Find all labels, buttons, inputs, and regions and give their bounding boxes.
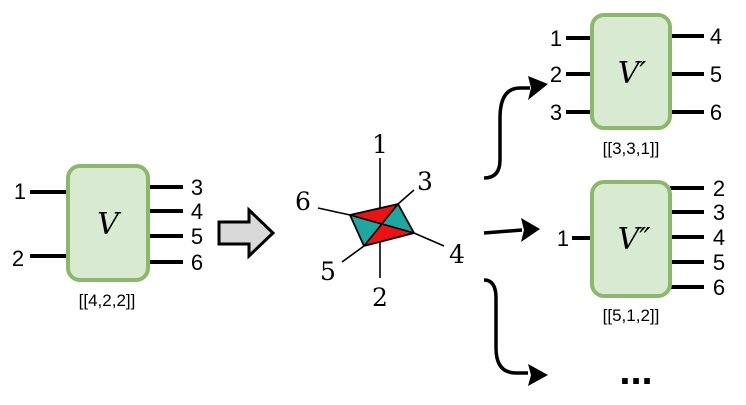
vpp-leg-label-1: 1 [557,226,569,251]
tensor-v-double-prime-box [590,180,672,298]
ellipsis: ... [619,349,652,393]
tensor-v-symbol: V [97,207,122,242]
node-label-6: 6 [295,187,311,216]
node-leg-3 [397,189,415,205]
v-leg-label-4: 4 [191,199,203,224]
arrow-down-branch [483,278,528,375]
node-label-2: 2 [372,283,388,312]
vp-leg-label-1: 1 [550,26,562,51]
vpp-leg-label-6: 6 [713,275,725,300]
tensor-v-double-prime-symbol: V″ [618,222,652,257]
tensor-v-double-prime: V″ 1 2 3 4 5 6 [[5,1,2]] [557,176,725,325]
tensor-v-prime-symbol: V′ [618,56,647,91]
node-diagonal-b [363,203,399,247]
vp-leg-label-3: 3 [550,100,562,125]
tensor-v-prime-label: [[3,3,1]] [603,139,660,158]
v-leg-label-3: 3 [191,175,203,200]
node-leg-6 [317,207,351,216]
vp-leg-label-4: 4 [710,24,722,49]
vpp-leg-label-4: 4 [713,225,725,250]
node-leg-5 [341,245,365,263]
central-node: 1 3 4 2 5 6 [295,130,465,312]
branch-arrows [483,76,548,386]
node-label-3: 3 [417,167,433,196]
vpp-leg-label-3: 3 [713,200,725,225]
v-leg-label-5: 5 [191,224,203,249]
arrow-up-branch [483,86,530,180]
vp-leg-label-6: 6 [710,100,722,125]
tensor-v-prime-box [590,13,672,130]
arrow-up-head-icon [528,76,548,100]
vpp-leg-label-2: 2 [713,176,725,201]
node-tri-teal-left [350,215,382,246]
node-label-1: 1 [372,130,388,159]
node-label-4: 4 [449,240,465,269]
arrow-mid-branch [483,228,523,235]
node-leg-4 [413,232,445,247]
tensor-v-prime: V′ 1 2 3 4 5 6 [[3,3,1]] [550,13,722,158]
v-leg-label-2: 2 [12,246,24,271]
tensor-v-box [66,164,150,282]
arrow-down-head-icon [528,364,548,386]
tensor-v-double-prime-label: [[5,1,2]] [603,306,660,325]
tensor-v-label: [[4,2,2]] [79,291,136,310]
vpp-leg-label-5: 5 [713,250,725,275]
v-leg-label-1: 1 [14,179,26,204]
v-leg-label-6: 6 [191,250,203,275]
node-label-5: 5 [320,257,336,286]
tensor-v: V 1 2 3 4 5 6 [[4,2,2]] [12,164,203,310]
arrow-mid-head-icon [521,218,540,242]
block-arrow-right-icon [217,206,276,260]
vp-leg-label-2: 2 [550,62,562,87]
vp-leg-label-5: 5 [710,62,722,87]
